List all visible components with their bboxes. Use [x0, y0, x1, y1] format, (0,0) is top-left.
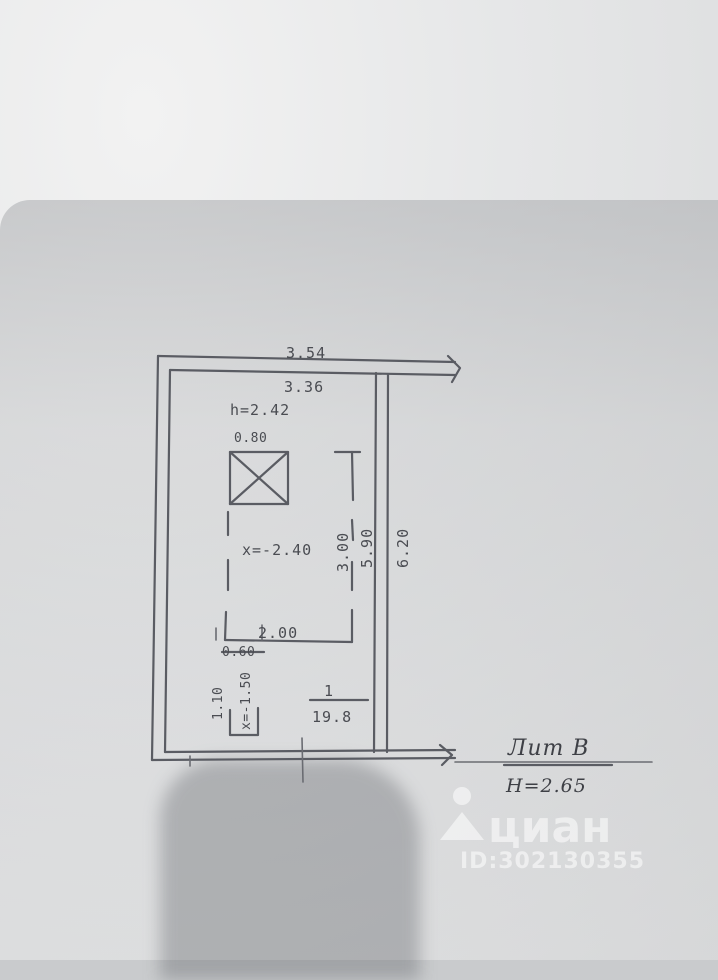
hatch-box — [228, 450, 290, 506]
outer-walls — [150, 354, 653, 783]
small-pit-depth-label: x=-1.50 — [239, 672, 254, 730]
hand-shadow — [160, 760, 420, 980]
watermark: циан ID:302130355 — [440, 787, 645, 874]
pit-width-label: 2.00 — [258, 624, 298, 642]
building-height: H=2.65 — [505, 775, 587, 797]
paper-shadow — [0, 200, 718, 960]
floor-plan-drawing: 3.54 3.36 h=2.42 0.80 x=-2.40 3.00 5.90 … — [150, 344, 653, 874]
inspection-pit — [223, 450, 362, 644]
cian-logo-icon — [440, 787, 484, 840]
inner-width-label: 3.36 — [284, 378, 324, 396]
watermark-brand: циан — [488, 802, 612, 853]
small-pit-length-label: 1.10 — [211, 687, 226, 720]
room-number: 1 — [324, 682, 334, 700]
room-area: 19.8 — [312, 708, 352, 726]
room-height-label: h=2.42 — [230, 401, 290, 419]
watermark-id: ID:302130355 — [460, 849, 645, 874]
inner-length-label: 5.90 — [358, 528, 376, 568]
building-letter: Лит В — [507, 736, 590, 761]
outer-width-label: 3.54 — [286, 344, 326, 362]
small-pit — [215, 624, 266, 737]
pit-depth-label: x=-2.40 — [242, 541, 312, 559]
outer-length-label: 6.20 — [394, 528, 412, 568]
pit-length-label: 3.00 — [334, 532, 352, 572]
small-pit-width-label: 0.60 — [222, 645, 255, 660]
hatch-width-label: 0.80 — [234, 431, 267, 446]
